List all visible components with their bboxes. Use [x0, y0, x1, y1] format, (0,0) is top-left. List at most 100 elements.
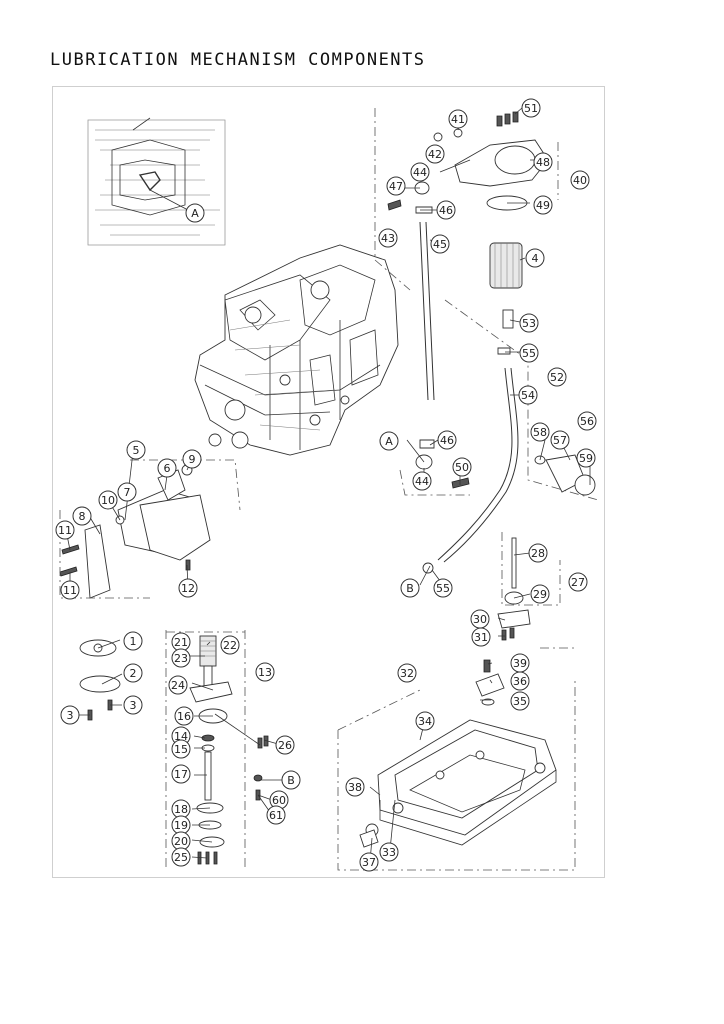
- callout-label: 46: [439, 204, 453, 217]
- callout-19: 19: [171, 815, 191, 835]
- callout-circle: [379, 842, 399, 862]
- callout-circle: [171, 847, 191, 867]
- bracket-assembly-1-3: [79, 639, 121, 721]
- callout-circle: [471, 627, 491, 647]
- callout-circle: [412, 471, 432, 491]
- callout-label: 16: [177, 710, 191, 723]
- callout-48: 48: [533, 152, 553, 172]
- callout-7: 7: [117, 482, 137, 502]
- callout-49: 49: [533, 195, 553, 215]
- callout-label: 45: [433, 238, 447, 251]
- callout-label: B: [406, 582, 414, 595]
- callout-label: 26: [278, 739, 292, 752]
- callout-59: 59: [576, 448, 596, 468]
- callout-label: 12: [181, 582, 195, 595]
- callout-circle: [178, 578, 198, 598]
- callout-3: 3: [123, 695, 143, 715]
- callout-label: 33: [382, 846, 396, 859]
- callout-label: 1: [130, 635, 137, 648]
- callout-15: 15: [171, 739, 191, 759]
- callout-circle: [275, 735, 295, 755]
- callout-label: 24: [171, 679, 185, 692]
- callout-14: 14: [171, 726, 191, 746]
- callout-label: 47: [389, 180, 403, 193]
- callout-circle: [425, 144, 445, 164]
- callout-40: 40: [570, 170, 590, 190]
- callout-36: 36: [510, 671, 530, 691]
- callout-circle: [171, 739, 191, 759]
- callout-label: 57: [553, 434, 567, 447]
- callout-label: 23: [174, 652, 188, 665]
- callout-label: 18: [174, 803, 188, 816]
- callout-label: 42: [428, 148, 442, 161]
- callout-43: 43: [378, 228, 398, 248]
- guard-assembly: [59, 459, 241, 599]
- callout-label: 35: [513, 695, 527, 708]
- callout-label: 50: [455, 461, 469, 474]
- callout-label: 46: [440, 434, 454, 447]
- callout-label: 21: [174, 636, 188, 649]
- callout-circle: [519, 343, 539, 363]
- callout-circle: [266, 805, 286, 825]
- callout-25: 25: [171, 847, 191, 867]
- callout-17: 17: [171, 764, 191, 784]
- callout-label: 7: [124, 486, 131, 499]
- callout-circle: [72, 506, 92, 526]
- callout-circle: [98, 490, 118, 510]
- oiler-assembly: [497, 532, 561, 641]
- callout-label: 48: [536, 156, 550, 169]
- callout-circle: [415, 711, 435, 731]
- callout-label: 3: [130, 699, 137, 712]
- callout-label: 3: [67, 709, 74, 722]
- callout-26: 26: [275, 735, 295, 755]
- callout-circle: [126, 440, 146, 460]
- callout-label: 61: [269, 809, 283, 822]
- callout-circle: [386, 176, 406, 196]
- callout-circle: [577, 411, 597, 431]
- callout-circle: [379, 431, 399, 451]
- callout-circle: [519, 313, 539, 333]
- pump-assembly: [165, 630, 269, 870]
- callout-37: 37: [359, 852, 379, 872]
- callout-20: 20: [171, 831, 191, 851]
- callout-47: 47: [386, 176, 406, 196]
- callout-label: 37: [362, 856, 376, 869]
- callout-circle: [547, 367, 567, 387]
- callout-circle: [123, 695, 143, 715]
- callout-12: 12: [178, 578, 198, 598]
- callout-circle: [436, 200, 456, 220]
- callout-46: 46: [436, 200, 456, 220]
- callout-57: 57: [550, 430, 570, 450]
- callout-4: 4: [525, 248, 545, 268]
- callout-circle: [433, 578, 453, 598]
- callout-circle: [182, 449, 202, 469]
- callout-18: 18: [171, 799, 191, 819]
- callout-circle: [397, 663, 417, 683]
- callout-label: 10: [101, 494, 115, 507]
- callout-58: 58: [530, 422, 550, 442]
- callout-5: 5: [126, 440, 146, 460]
- callout-circle: [60, 705, 80, 725]
- callout-label: 55: [522, 347, 536, 360]
- callout-8: 8: [72, 506, 92, 526]
- callout-circle: [123, 663, 143, 683]
- callout-41: 41: [448, 109, 468, 129]
- callout-38: 38: [345, 777, 365, 797]
- callout-32: 32: [397, 663, 417, 683]
- callout-circle: [123, 631, 143, 651]
- callout-label: 15: [174, 743, 188, 756]
- callout-27: 27: [568, 572, 588, 592]
- callout-label: 11: [63, 584, 77, 597]
- callout-label: 52: [550, 371, 564, 384]
- callout-28: 28: [528, 543, 548, 563]
- callout-10: 10: [98, 490, 118, 510]
- callout-label: 27: [571, 576, 585, 589]
- callout-circle: [378, 228, 398, 248]
- callout-label: 20: [174, 835, 188, 848]
- callout-circle: [452, 457, 472, 477]
- callout-31: 31: [471, 627, 491, 647]
- callout-label: 34: [418, 715, 432, 728]
- callout-label: 13: [258, 666, 272, 679]
- callout-circle: [400, 578, 420, 598]
